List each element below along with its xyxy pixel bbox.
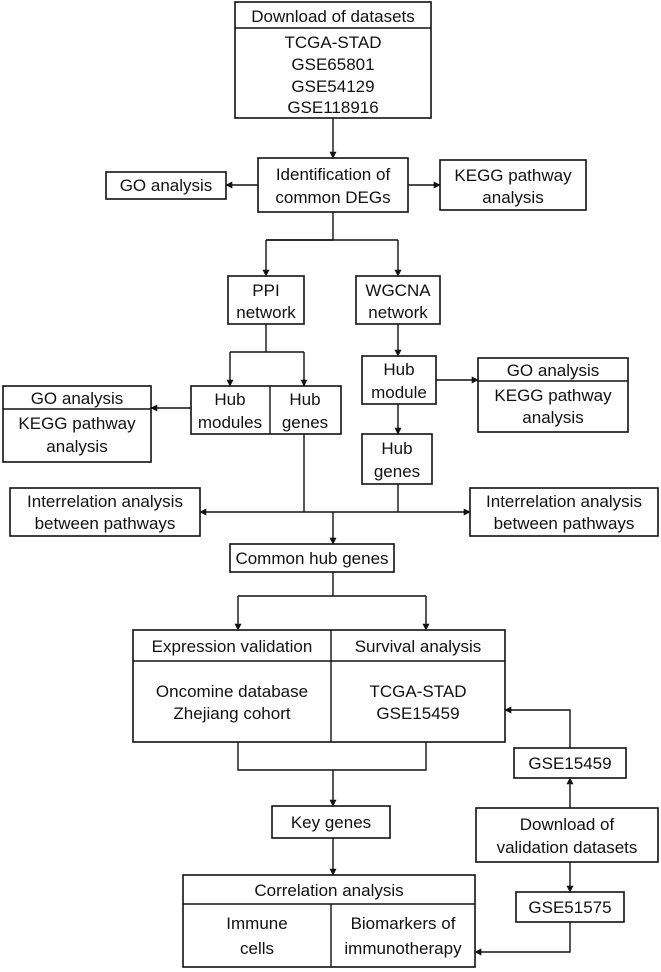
hub-module-right-line-1: Hub <box>383 360 414 379</box>
hub-module-right-line-2: module <box>371 383 427 402</box>
identification-line-1: Identification of <box>276 165 391 184</box>
correlation-box: Correlation analysis Immune cells Biomar… <box>182 874 476 968</box>
survival-analysis-line-2: GSE15459 <box>376 704 459 723</box>
ppi-line-1: PPI <box>252 281 279 300</box>
key-genes-box: Key genes <box>271 805 391 839</box>
immune-line-2: cells <box>240 939 274 958</box>
interrelation-right-line-1: Interrelation analysis <box>486 492 642 511</box>
dataset-1: TCGA-STAD <box>285 33 382 52</box>
gse15459-label: GSE15459 <box>528 754 611 773</box>
download-validation-line-2: validation datasets <box>497 838 638 857</box>
wgcna-line-2: network <box>368 303 428 322</box>
kegg-top-box: KEGG pathway analysis <box>439 159 587 211</box>
hub-genes-right-box: Hub genes <box>361 433 433 485</box>
interrelation-left-box: Interrelation analysis between pathways <box>9 487 201 537</box>
download-datasets-box: Download of datasets TCGA-STAD GSE65801 … <box>234 1 432 119</box>
wgcna-network-box: WGCNA network <box>355 275 441 325</box>
dataset-2: GSE65801 <box>291 55 374 74</box>
download-validation-line-1: Download of <box>520 815 615 834</box>
kegg-top-line-2: analysis <box>482 188 543 207</box>
validation-box: Expression validation Oncomine database … <box>132 629 506 743</box>
interrelation-left-line-2: between pathways <box>35 514 176 533</box>
kegg-top-line-1: KEGG pathway <box>454 166 572 185</box>
survival-analysis-header: Survival analysis <box>355 637 482 656</box>
immune-line-1: Immune <box>226 914 287 933</box>
go-analysis-top-box: GO analysis <box>105 171 227 200</box>
hub-module-right-box: Hub module <box>361 355 437 405</box>
connectors <box>150 118 574 956</box>
left-kegg-line-1: KEGG pathway <box>18 414 136 433</box>
connector-validation-merge <box>237 742 427 771</box>
biomarkers-line-2: immunotherapy <box>344 939 462 958</box>
arrow-gse15459-to-survival <box>504 706 571 748</box>
hub-genes-left-line-1: Hub <box>289 390 320 409</box>
hub-genes-right-line-2: genes <box>374 462 420 481</box>
arrow-gse51575-to-biomarkers <box>474 922 571 956</box>
right-kegg-line-2: analysis <box>522 408 583 427</box>
interrelation-right-line-2: between pathways <box>494 514 635 533</box>
expression-validation-header: Expression validation <box>152 637 313 656</box>
left-kegg-line-2: analysis <box>46 437 107 456</box>
gse51575-box: GSE51575 <box>515 891 625 923</box>
right-kegg-line-1: KEGG pathway <box>494 386 612 405</box>
dataset-3: GSE54129 <box>291 77 374 96</box>
go-analysis-top-label: GO analysis <box>120 176 213 195</box>
correlation-header: Correlation analysis <box>254 881 403 900</box>
hub-modules-line-1: Hub <box>214 390 245 409</box>
ppi-network-box: PPI network <box>227 275 305 325</box>
download-validation-box: Download of validation datasets <box>475 807 659 863</box>
interrelation-left-line-1: Interrelation analysis <box>27 492 183 511</box>
hub-modules-line-2: modules <box>198 413 262 432</box>
left-go-analysis: GO analysis <box>31 389 124 408</box>
left-enrichment-box: GO analysis KEGG pathway analysis <box>2 385 152 463</box>
gse15459-box: GSE15459 <box>513 747 627 779</box>
gse51575-label: GSE51575 <box>528 898 611 917</box>
hub-genes-right-line-1: Hub <box>381 439 412 458</box>
hub-modules-genes-box: Hub modules Hub genes <box>190 385 342 435</box>
wgcna-line-1: WGCNA <box>365 281 431 300</box>
right-go-analysis: GO analysis <box>507 361 600 380</box>
dataset-4: GSE118916 <box>287 98 378 117</box>
identification-line-2: common DEGs <box>275 188 390 207</box>
right-enrichment-box: GO analysis KEGG pathway analysis <box>477 357 629 433</box>
hub-genes-left-line-2: genes <box>282 413 328 432</box>
expression-validation-line-1: Oncomine database <box>156 682 308 701</box>
download-datasets-title: Download of datasets <box>251 7 415 26</box>
common-hub-genes-box: Common hub genes <box>229 543 395 573</box>
key-genes-label: Key genes <box>291 813 371 832</box>
identification-box: Identification of common DEGs <box>257 157 409 213</box>
expression-validation-line-2: Zhejiang cohort <box>173 704 290 723</box>
biomarkers-line-1: Biomarkers of <box>351 914 456 933</box>
survival-analysis-line-1: TCGA-STAD <box>370 682 467 701</box>
ppi-line-2: network <box>236 303 296 322</box>
interrelation-right-box: Interrelation analysis between pathways <box>469 487 659 537</box>
connector-identification-split <box>266 212 334 241</box>
common-hub-genes-label: Common hub genes <box>235 549 388 568</box>
